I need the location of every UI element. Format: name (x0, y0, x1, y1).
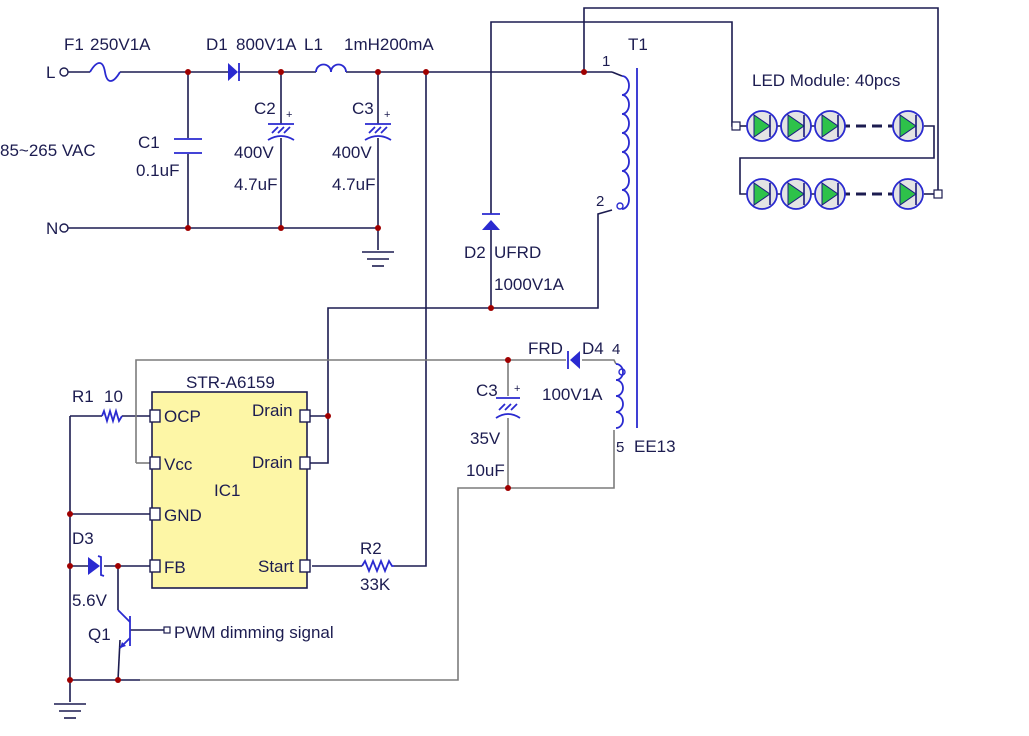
led (814, 110, 846, 142)
c2-value: 4.7uF (234, 175, 277, 194)
d4-name: D4 (582, 339, 604, 358)
capacitor-c1: C1 0.1uF (136, 133, 202, 180)
c3-aux-value: 10uF (466, 461, 505, 480)
r1-value: 10 (104, 387, 123, 406)
t1-pin-4: 4 (612, 341, 620, 358)
d2-type: UFRD (494, 243, 541, 262)
d4-value: 100V1A (542, 385, 603, 404)
ic1-pin-vcc: Vcc (164, 455, 193, 474)
f1-name: F1 (64, 35, 84, 54)
led-module: LED Module: 40pcs (731, 71, 943, 210)
c1-value: 0.1uF (136, 161, 179, 180)
svg-text:+: + (514, 383, 520, 395)
led (746, 110, 778, 142)
aux-wires (135, 359, 617, 681)
pwm-input: PWM dimming signal (163, 623, 334, 642)
ic1-pin-start: Start (258, 557, 294, 576)
led (780, 110, 812, 142)
live-label: L (46, 63, 55, 82)
ic1-part-number: STR-A6159 (186, 373, 275, 392)
input-voltage-label: 85~265 VAC (0, 141, 96, 160)
d1-value: 800V1A (236, 35, 297, 54)
c2-name: C2 (254, 99, 276, 118)
zener-diode-d3: D3 5.6V (72, 529, 108, 610)
transformer-t1: T1 1 2 4 5 EE13 (596, 35, 676, 456)
d1-name: D1 (206, 35, 228, 54)
ic1-pin-drain-1: Drain (252, 401, 293, 420)
ic1-pin-ocp: OCP (164, 407, 201, 426)
d2-name: D2 (464, 243, 486, 262)
c3-bulk-voltage: 400V (332, 143, 372, 162)
capacitor-c3-bulk: + C3 400V 4.7uF (332, 99, 392, 194)
t1-pin-2: 2 (596, 193, 604, 210)
junction-dots (67, 69, 587, 683)
neutral-label: N (46, 219, 58, 238)
input-terminals: L N 85~265 VAC (0, 63, 96, 238)
t1-pin-5: 5 (616, 439, 624, 456)
ic1-pin-fb: FB (164, 558, 186, 577)
d3-value: 5.6V (72, 591, 108, 610)
led-module-label: LED Module: 40pcs (752, 71, 900, 90)
l1-value: 1mH200mA (344, 35, 434, 54)
resistor-r2: R2 33K (360, 539, 394, 594)
resistor-r1: R1 10 (72, 387, 123, 425)
ic1-pin-drain-2: Drain (252, 453, 293, 472)
capacitor-c3-aux: + C3 35V 10uF (466, 381, 521, 480)
transistor-q1: Q1 (88, 609, 131, 649)
d4-type: FRD (528, 339, 563, 358)
led (780, 178, 812, 210)
ic1-ref: IC1 (214, 481, 240, 500)
d3-name: D3 (72, 529, 94, 548)
wires (68, 7, 940, 702)
ground-symbol-top (362, 251, 394, 267)
led (892, 110, 924, 142)
svg-text:+: + (384, 109, 390, 121)
capacitor-c2: + C2 400V 4.7uF (234, 99, 295, 194)
pwm-label: PWM dimming signal (174, 623, 334, 642)
fuse-f1: F1 250V1A (64, 35, 151, 82)
c2-voltage: 400V (234, 143, 274, 162)
c3-bulk-name: C3 (352, 99, 374, 118)
ic1-str-a6159: STR-A6159 IC1 OCP Vcc GND FB Drain Drain… (149, 373, 311, 589)
led (746, 178, 778, 210)
f1-value: 250V1A (90, 35, 151, 54)
ic1-pin-gnd: GND (164, 506, 202, 525)
q1-name: Q1 (88, 625, 111, 644)
r1-name: R1 (72, 387, 94, 406)
r2-name: R2 (360, 539, 382, 558)
led (814, 178, 846, 210)
ground-symbol-bottom (54, 703, 86, 719)
diode-d2: D2 UFRD 1000V1A (464, 213, 565, 294)
t1-core: EE13 (634, 437, 676, 456)
c3-bulk-value: 4.7uF (332, 175, 375, 194)
led (892, 178, 924, 210)
diode-d4: FRD D4 100V1A (528, 339, 604, 404)
r2-value: 33K (360, 575, 391, 594)
l1-name: L1 (304, 35, 323, 54)
c1-name: C1 (138, 133, 160, 152)
c3-aux-voltage: 35V (470, 429, 501, 448)
t1-name: T1 (628, 35, 648, 54)
t1-pin-1: 1 (602, 53, 610, 70)
svg-text:+: + (286, 109, 292, 121)
c3-aux-name: C3 (476, 381, 498, 400)
inductor-l1: L1 1mH200mA (304, 35, 434, 73)
d2-value: 1000V1A (494, 275, 565, 294)
diode-d1: D1 800V1A (206, 35, 297, 81)
